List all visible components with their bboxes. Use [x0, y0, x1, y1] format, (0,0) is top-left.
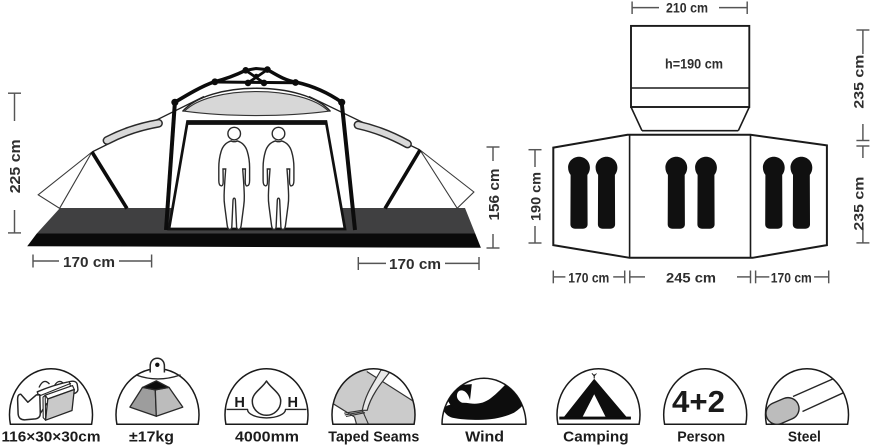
svg-text:225 cm: 225 cm: [7, 139, 24, 193]
svg-text:245 cm: 245 cm: [666, 270, 716, 286]
svg-text:210 cm: 210 cm: [666, 0, 708, 15]
svg-text:4000mm: 4000mm: [235, 430, 299, 446]
svg-text:190 cm: 190 cm: [528, 172, 544, 221]
svg-text:H: H: [288, 395, 299, 411]
svg-text:Camping: Camping: [563, 430, 629, 446]
svg-text:156 cm: 156 cm: [486, 169, 503, 221]
svg-text:170 cm: 170 cm: [771, 270, 812, 286]
svg-text:170 cm: 170 cm: [63, 254, 115, 271]
svg-text:Taped Seams: Taped Seams: [328, 430, 419, 446]
svg-text:235 cm: 235 cm: [851, 177, 867, 231]
svg-text:Wind: Wind: [465, 430, 504, 446]
svg-text:116×30×30cm: 116×30×30cm: [2, 430, 101, 446]
svg-text:±17kg: ±17kg: [129, 430, 174, 446]
svg-text:Steel: Steel: [788, 430, 821, 446]
svg-text:Person: Person: [677, 430, 725, 446]
svg-text:235 cm: 235 cm: [851, 55, 867, 109]
svg-text:4+2: 4+2: [672, 385, 725, 419]
svg-text:h=190 cm: h=190 cm: [665, 56, 723, 72]
svg-text:170 cm: 170 cm: [568, 270, 609, 286]
svg-text:H: H: [234, 395, 245, 411]
svg-text:170 cm: 170 cm: [389, 256, 441, 273]
